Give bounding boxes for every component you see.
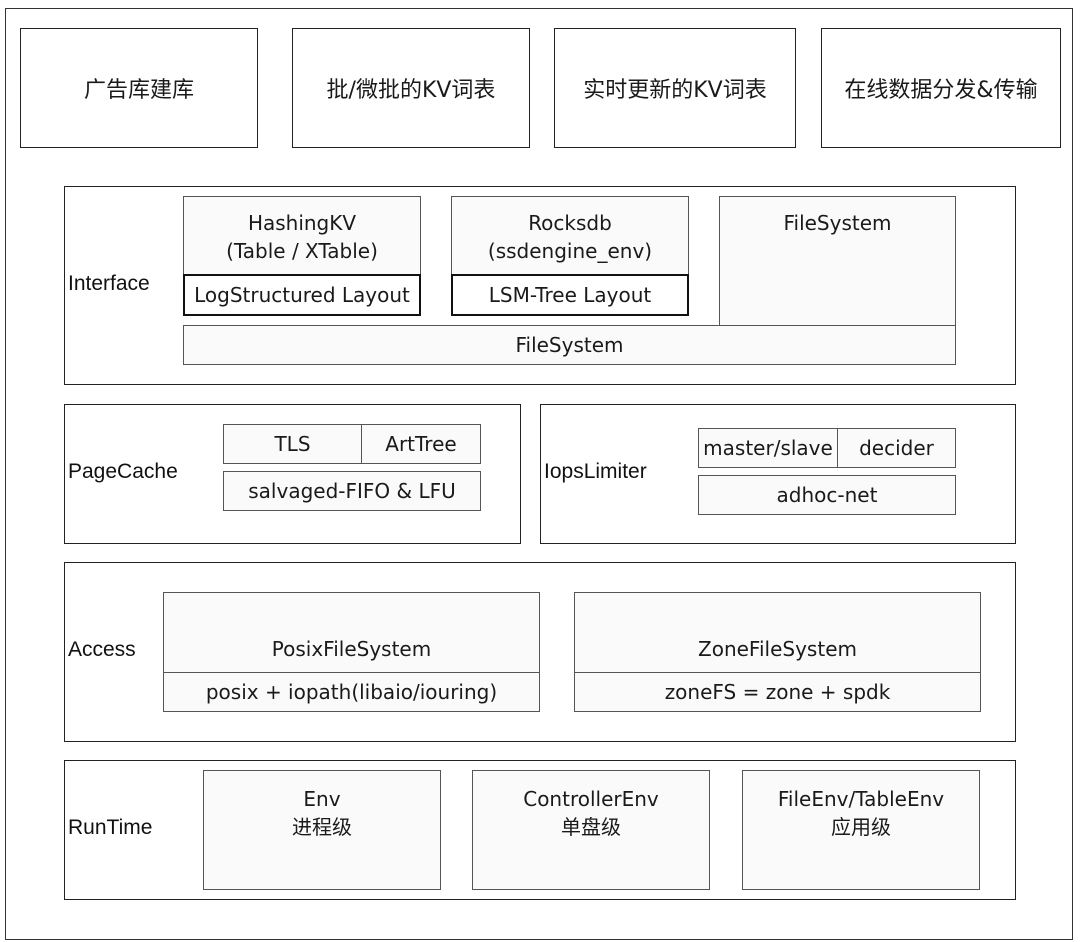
zonefs-label: zoneFS = zone + spdk	[664, 680, 891, 704]
env-name: Env	[303, 787, 341, 811]
master-slave-label: master/slave	[703, 436, 833, 460]
decider-label: decider	[859, 436, 934, 460]
hashingkv-box: HashingKV (Table / XTable)	[183, 196, 421, 276]
rocksdb-box: Rocksdb (ssdengine_env)	[451, 196, 689, 276]
decider-box: decider	[837, 428, 956, 468]
iopslimiter-label: IopsLimiter	[544, 460, 647, 483]
filesystem-top-label: FileSystem	[783, 211, 892, 235]
posix-filesystem-box: PosixFileSystem	[163, 592, 540, 674]
adhoc-net-label: adhoc-net	[776, 483, 878, 507]
adhoc-net-box: adhoc-net	[698, 475, 956, 515]
fileenv-scope: 应用级	[831, 815, 891, 839]
access-label: Access	[68, 638, 136, 661]
tls-label: TLS	[274, 432, 311, 456]
env-box: Env 进程级	[203, 770, 441, 890]
runtime-label: RunTime	[68, 816, 153, 839]
pagecache-label: PageCache	[68, 460, 178, 483]
controller-env-name: ControllerEnv	[523, 787, 659, 811]
interface-label: Interface	[68, 272, 150, 295]
lsm-tree-layout-label: LSM-Tree Layout	[488, 283, 652, 307]
lsm-tree-layout-box: LSM-Tree Layout	[451, 274, 689, 316]
arttree-label: ArtTree	[385, 432, 457, 456]
arttree-box: ArtTree	[361, 424, 481, 464]
hashingkv-variant: (Table / XTable)	[226, 239, 378, 263]
controller-env-scope: 单盘级	[561, 815, 621, 839]
app-box-online-distribution: 在线数据分发&传输	[821, 28, 1061, 148]
env-scope: 进程级	[292, 815, 352, 839]
posix-iopath-box: posix + iopath(libaio/iouring)	[163, 672, 540, 712]
app-box-label: 实时更新的KV词表	[583, 78, 767, 103]
eviction-policy-box: salvaged-FIFO & LFU	[223, 471, 481, 511]
posix-iopath-label: posix + iopath(libaio/iouring)	[205, 680, 498, 704]
fileenv-box: FileEnv/TableEnv 应用级	[742, 770, 980, 890]
logstructured-layout-label: LogStructured Layout	[194, 283, 410, 307]
zone-filesystem-box: ZoneFileSystem	[574, 592, 981, 674]
rocksdb-name: Rocksdb	[528, 211, 612, 235]
zone-filesystem-title: ZoneFileSystem	[698, 637, 857, 661]
app-box-label: 在线数据分发&传输	[844, 78, 1038, 103]
app-box-ad-index: 广告库建库	[20, 28, 258, 148]
iopslimiter-layer	[540, 404, 1016, 544]
zonefs-box: zoneFS = zone + spdk	[574, 672, 981, 712]
master-slave-box: master/slave	[698, 428, 838, 468]
controller-env-box: ControllerEnv 单盘级	[472, 770, 710, 890]
rocksdb-env: (ssdengine_env)	[487, 239, 653, 263]
logstructured-layout-box: LogStructured Layout	[183, 274, 421, 316]
app-box-label: 批/微批的KV词表	[326, 78, 496, 103]
app-box-label: 广告库建库	[83, 78, 194, 103]
filesystem-bottom-box: FileSystem	[183, 325, 956, 365]
posix-filesystem-title: PosixFileSystem	[271, 637, 432, 661]
app-box-batch-kv: 批/微批的KV词表	[292, 28, 530, 148]
filesystem-top-box: FileSystem	[719, 196, 956, 326]
filesystem-bottom-label: FileSystem	[515, 333, 624, 357]
fileenv-name: FileEnv/TableEnv	[777, 787, 945, 811]
hashingkv-name: HashingKV	[247, 211, 357, 235]
tls-box: TLS	[223, 424, 362, 464]
app-box-realtime-kv: 实时更新的KV词表	[554, 28, 796, 148]
eviction-policy-label: salvaged-FIFO & LFU	[248, 479, 456, 503]
